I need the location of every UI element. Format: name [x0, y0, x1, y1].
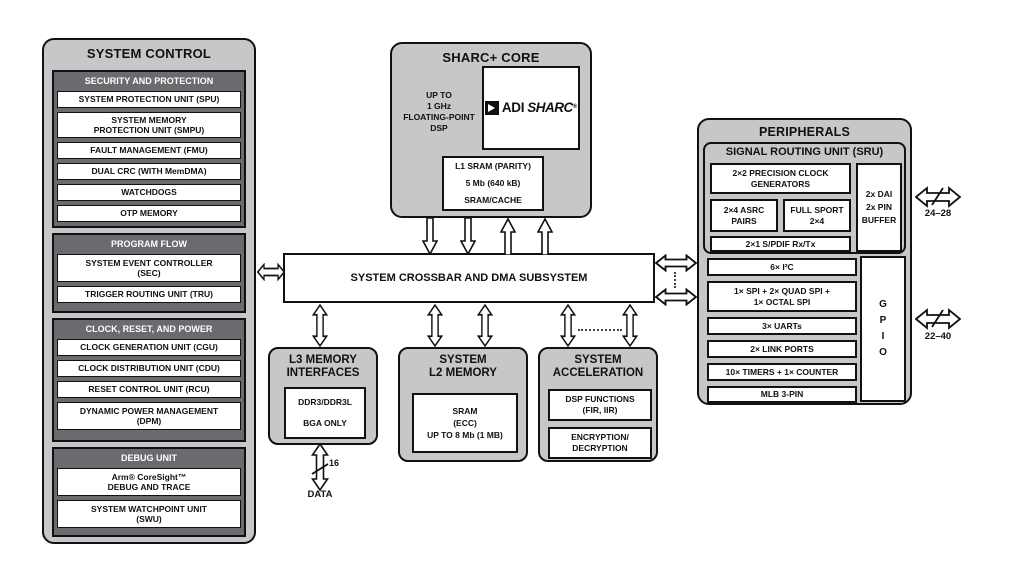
block-coresight: Arm® CoreSight™ DEBUG AND TRACE	[57, 468, 241, 496]
section-security-and-protection: SECURITY AND PROTECTION SYSTEM PROTECTIO…	[52, 70, 246, 228]
block-sec: SYSTEM EVENT CONTROLLER (SEC)	[57, 254, 241, 282]
link-ports-block: 2× LINK PORTS	[707, 340, 857, 358]
sport-block: FULL SPORT 2×4	[783, 199, 851, 232]
section-header: CLOCK, RESET, AND POWER	[85, 324, 213, 334]
peripherals-box: PERIPHERALS SIGNAL ROUTING UNIT (SRU) 2×…	[697, 118, 912, 405]
core-speed-note: UP TO 1 GHz FLOATING-POINT DSP	[403, 90, 475, 134]
sru-title: SIGNAL ROUTING UNIT (SRU)	[725, 146, 884, 158]
block-watchdogs: WATCHDOGS	[57, 184, 241, 201]
arrow-syscontrol-crossbar	[257, 263, 285, 281]
l3-bus-width-label: 16	[329, 458, 340, 468]
peripherals-title: PERIPHERALS	[758, 125, 851, 139]
block-fmu: FAULT MANAGEMENT (FMU)	[57, 142, 241, 159]
gpio-pin-count-label: 22–40	[924, 331, 952, 342]
section-header: SECURITY AND PROTECTION	[84, 76, 214, 86]
block-smpu: SYSTEM MEMORY PROTECTION UNIT (SMPU)	[57, 112, 241, 138]
section-header: PROGRAM FLOW	[111, 239, 187, 249]
encryption-block: ENCRYPTION/ DECRYPTION	[548, 427, 652, 459]
arrow-core-to-crossbar-2	[460, 218, 476, 255]
block-dpm: DYNAMIC POWER MANAGEMENT (DPM)	[57, 402, 241, 430]
arrow-l3-data-bus	[311, 443, 329, 491]
logo-sharc-text: SHARC	[527, 99, 573, 115]
dai-pin-count-label: 24–28	[924, 208, 952, 219]
adi-logo-icon	[484, 101, 499, 115]
dsp-functions-block: DSP FUNCTIONS (FIR, IIR)	[548, 389, 652, 421]
arrow-crossbar-periph-2	[655, 288, 697, 306]
i2c-block: 6× I²C	[707, 258, 857, 276]
mlb-block: MLB 3-PIN	[707, 386, 857, 403]
l2-memory-title: SYSTEM L2 MEMORY	[429, 354, 497, 380]
logo-registered-mark: ®	[572, 104, 578, 111]
sharc-core-title: SHARC+ CORE	[442, 50, 540, 65]
section-header: DEBUG UNIT	[121, 453, 177, 463]
block-cdu: CLOCK DISTRIBUTION UNIT (CDU)	[57, 360, 241, 377]
asrc-block: 2×4 ASRC PAIRS	[710, 199, 778, 232]
gpio-block: G P I O	[860, 256, 906, 402]
logo-adi-text: ADI	[501, 99, 525, 115]
l2-memory-box: SYSTEM L2 MEMORY SRAM (ECC) UP TO 8 Mb (…	[398, 347, 528, 462]
system-acceleration-title: SYSTEM ACCELERATION	[552, 354, 644, 380]
block-tru: TRIGGER ROUTING UNIT (TRU)	[57, 286, 241, 303]
clock-generators-block: 2×2 PRECISION CLOCK GENERATORS	[710, 163, 851, 194]
l3-bus-data-label: DATA	[307, 489, 333, 500]
l3-memory-box: L3 MEMORY INTERFACES DDR3/DDR3L BGA ONLY	[268, 347, 378, 445]
system-acceleration-box: SYSTEM ACCELERATION DSP FUNCTIONS (FIR, …	[538, 347, 658, 462]
crossbar-label: SYSTEM CROSSBAR AND DMA SUBSYSTEM	[350, 272, 588, 284]
arrow-crossbar-l2-2	[477, 304, 493, 347]
block-dual-crc: DUAL CRC (WITH MemDMA)	[57, 163, 241, 180]
dotted-link-accel	[578, 329, 622, 331]
arrow-crossbar-to-core-1	[500, 218, 516, 255]
ddr3-block: DDR3/DDR3L BGA ONLY	[284, 387, 366, 439]
spi-block: 1× SPI + 2× QUAD SPI + 1× OCTAL SPI	[707, 281, 857, 312]
dai-pin-buffer-block: 2x DAI 2x PIN BUFFER	[856, 163, 902, 252]
arrow-crossbar-periph-1	[655, 254, 697, 272]
l1-sram-block: L1 SRAM (PARITY) 5 Mb (640 kB) SRAM/CACH…	[442, 156, 544, 211]
adi-sharc-logo: ADI SHARC ®	[482, 66, 580, 150]
section-debug-unit: DEBUG UNIT Arm® CoreSight™ DEBUG AND TRA…	[52, 447, 246, 537]
block-rcu: RESET CONTROL UNIT (RCU)	[57, 381, 241, 398]
spdif-block: 2×1 S/PDIF Rx/Tx	[710, 236, 851, 252]
adi-triangle-icon	[488, 104, 496, 112]
sru-box: SIGNAL ROUTING UNIT (SRU) 2×2 PRECISION …	[703, 142, 906, 254]
block-cgu: CLOCK GENERATION UNIT (CGU)	[57, 339, 241, 356]
block-swu: SYSTEM WATCHPOINT UNIT (SWU)	[57, 500, 241, 528]
system-control-box: SYSTEM CONTROL SECURITY AND PROTECTION S…	[42, 38, 256, 544]
l2-sram-block: SRAM (ECC) UP TO 8 Mb (1 MB)	[412, 393, 518, 453]
arrow-crossbar-l2-1	[427, 304, 443, 347]
uart-block: 3× UARTs	[707, 317, 857, 335]
dotted-link-periph	[674, 272, 676, 288]
block-otp-memory: OTP MEMORY	[57, 205, 241, 222]
arrow-crossbar-to-core-2	[537, 218, 553, 255]
timers-block: 10× TIMERS + 1× COUNTER	[707, 363, 857, 381]
arrow-core-to-crossbar-1	[422, 218, 438, 255]
arrow-dai-pins	[915, 186, 961, 208]
l3-memory-title: L3 MEMORY INTERFACES	[286, 354, 360, 380]
sharc-core-box: SHARC+ CORE UP TO 1 GHz FLOATING-POINT D…	[390, 42, 592, 218]
arrow-crossbar-accel-2	[622, 304, 638, 347]
section-clock-reset-power: CLOCK, RESET, AND POWER CLOCK GENERATION…	[52, 318, 246, 442]
section-program-flow: PROGRAM FLOW SYSTEM EVENT CONTROLLER (SE…	[52, 233, 246, 313]
arrow-gpio-pins	[915, 308, 961, 330]
system-crossbar-block: SYSTEM CROSSBAR AND DMA SUBSYSTEM	[283, 253, 655, 303]
arrow-crossbar-accel-1	[560, 304, 576, 347]
arrow-crossbar-l3	[312, 304, 328, 347]
system-control-title: SYSTEM CONTROL	[86, 46, 212, 61]
block-spu: SYSTEM PROTECTION UNIT (SPU)	[57, 91, 241, 108]
